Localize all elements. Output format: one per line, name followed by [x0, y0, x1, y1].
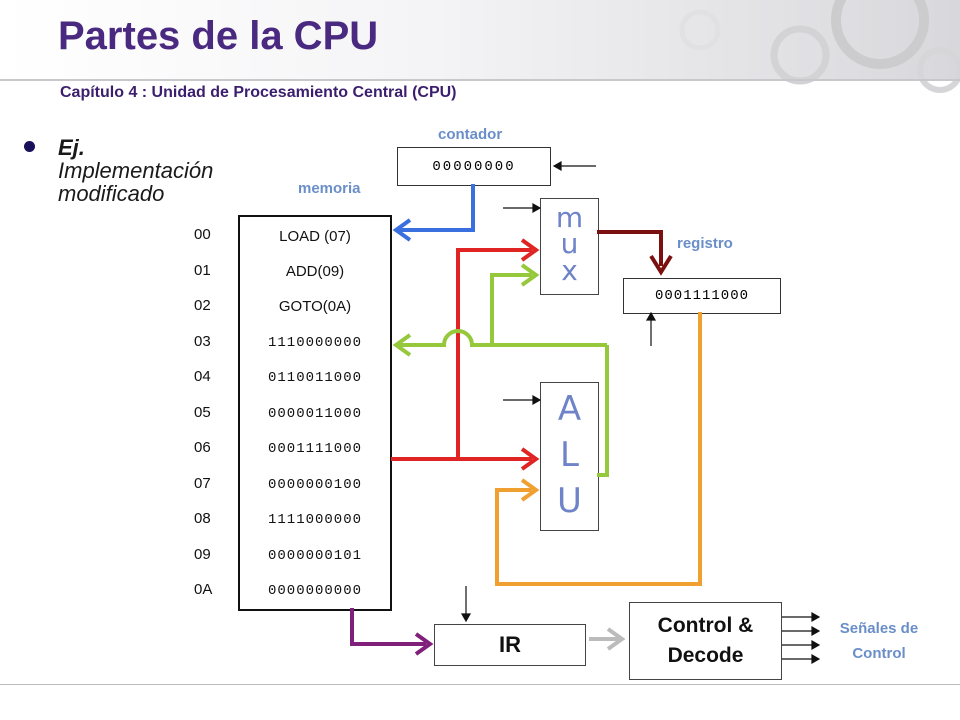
ir-box: IR	[434, 624, 586, 666]
arrowhead	[532, 202, 542, 214]
arrowhead-green-mem	[392, 333, 412, 357]
mem-address: 0A	[194, 581, 213, 598]
mem-address: 04	[194, 368, 211, 385]
control-decode-box: Control & Decode	[629, 602, 782, 680]
alu-letter: A	[557, 389, 582, 429]
mem-address: 03	[194, 333, 211, 350]
page-title: Partes de la CPU	[58, 14, 379, 58]
bullet-line-3: modificado	[58, 181, 165, 206]
mem-address: 01	[194, 262, 211, 279]
arrowhead	[460, 613, 472, 623]
arrowhead	[645, 311, 657, 321]
header-decoration	[0, 0, 960, 93]
memory-cell: 0000000101	[267, 547, 362, 564]
arrowhead	[552, 160, 562, 172]
memoria-label: memoria	[298, 180, 361, 197]
arrowhead-orange	[520, 478, 540, 502]
control-line-2: Decode	[667, 644, 744, 667]
memory-cell: 0000011000	[267, 405, 362, 422]
footer-line	[0, 684, 960, 685]
bullet-text: Ej. Implementación modificado	[58, 136, 213, 205]
arrowhead-purple	[414, 632, 434, 656]
contador-label: contador	[438, 126, 503, 143]
bullet-icon	[24, 141, 35, 152]
memory-cell: 1111000000	[267, 511, 362, 528]
arrow-darkred	[597, 230, 663, 266]
memory-cell: 0001111000	[267, 440, 362, 457]
arrowhead-blue	[392, 218, 412, 242]
arrowhead-red-mux	[520, 238, 540, 262]
memory-cell: ADD(09)	[285, 263, 345, 280]
arrowhead	[532, 394, 542, 406]
memory-cell: 0000000100	[267, 476, 362, 493]
mem-address: 02	[194, 297, 211, 314]
mux-letter: x	[561, 254, 578, 287]
memory-cell: 1110000000	[267, 334, 362, 351]
alu-letter: U	[557, 481, 582, 521]
page-subtitle: Capítulo 4 : Unidad de Procesamiento Cen…	[60, 84, 457, 101]
bullet-line-1: Ej.	[58, 135, 85, 160]
memory-cell: LOAD (07)	[279, 228, 351, 245]
mem-address: 07	[194, 475, 211, 492]
arrow-purple	[350, 608, 426, 646]
alu-letter: L	[560, 435, 579, 475]
memory-table: LOAD (07) ADD(09) GOTO(0A) 1110000000 01…	[238, 215, 392, 611]
mem-address: 00	[194, 226, 211, 243]
mem-address: 06	[194, 439, 211, 456]
mem-address: 09	[194, 546, 211, 563]
arrow-blue	[398, 184, 475, 232]
control-line-1: Control &	[657, 614, 754, 637]
signals-line-2: Control	[852, 645, 906, 662]
mux-box: m u x	[540, 198, 599, 295]
mem-address: 08	[194, 510, 211, 527]
mux-letter: m	[555, 201, 584, 234]
contador-box: 00000000	[397, 147, 551, 186]
arrowhead-green-mux	[520, 263, 540, 287]
registro-label: registro	[677, 235, 733, 252]
mem-address: 05	[194, 404, 211, 421]
arrowhead-darkred	[649, 254, 673, 276]
arrowhead-red-alu	[520, 447, 540, 471]
memory-cell: 0110011000	[267, 369, 362, 386]
alu-box: A L U	[540, 382, 599, 531]
bullet-line-2: Implementación	[58, 158, 214, 183]
arrow-green-mem	[398, 329, 492, 347]
control-signals-label: Señales de Control	[814, 616, 944, 666]
signals-line-1: Señales de	[839, 620, 919, 637]
memory-cell: GOTO(0A)	[278, 298, 352, 315]
mux-letter: u	[560, 227, 579, 260]
arrow-red-main	[391, 248, 532, 461]
memory-cell: 0000000000	[267, 582, 362, 599]
registro-box: 0001111000	[623, 278, 781, 314]
arrowhead-gray	[606, 627, 626, 651]
